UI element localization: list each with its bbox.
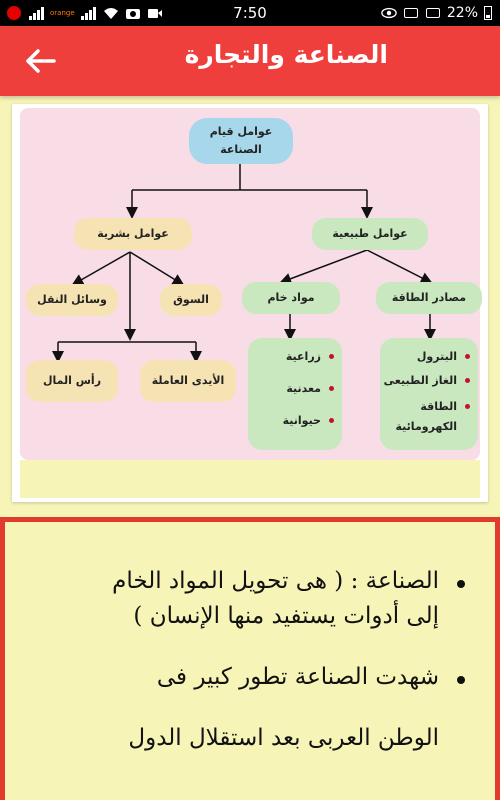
signal-icon <box>28 6 44 20</box>
capital-node: رأس المال <box>26 360 118 402</box>
list-item: معدنية <box>248 380 334 412</box>
energy-sources-node: مصادر الطاقة <box>376 282 482 314</box>
energy-list: البترول الغاز الطبيعى الطاقة الكهرومائية <box>380 338 478 450</box>
list-item: الطاقة <box>380 398 470 418</box>
bullet-icon <box>465 354 470 359</box>
human-factors-label: عوامل بشرية <box>97 227 169 241</box>
wifi-icon <box>103 6 119 20</box>
bullet-icon <box>465 404 470 409</box>
battery-icon <box>484 6 492 20</box>
camera-icon <box>125 6 141 20</box>
arrow-left-icon <box>26 49 56 73</box>
bullet-list: الصناعة : ( هى تحويل المواد الخام إلى أد… <box>7 564 477 756</box>
energy-sources-label: مصادر الطاقة <box>391 291 467 305</box>
no-sim-icon <box>403 6 419 20</box>
status-left-icons: orange <box>0 6 163 20</box>
capital-label: رأس المال <box>42 374 102 388</box>
text-panel: الصناعة : ( هى تحويل المواد الخام إلى أد… <box>0 517 500 800</box>
battery-percent: 22% <box>446 5 478 21</box>
bullet-2-line-2: الوطن العربى بعد استقلال الدول <box>128 725 439 751</box>
transport-label: وسائل النقل <box>37 293 107 307</box>
status-right-icons: 22% <box>381 5 500 21</box>
natural-factors-label: عوامل طبيعية <box>332 227 408 241</box>
natural-factors-node: عوامل طبيعية <box>312 218 428 250</box>
transport-node: وسائل النقل <box>26 284 118 316</box>
bullet-1-line-2: إلى أدوات يستفيد منها الإنسان ) <box>133 603 439 629</box>
signal-icon-2 <box>81 6 97 20</box>
no-sim-icon-2 <box>425 6 441 20</box>
eye-icon <box>381 6 397 20</box>
app-bar: الصناعة والتجارة <box>0 26 500 96</box>
bullet-icon <box>329 418 334 423</box>
bullet-2-line-1: شهدت الصناعة تطور كبير فى <box>156 664 439 690</box>
market-node: السوق <box>160 284 222 316</box>
list-item: الكهرومائية <box>395 420 457 433</box>
list-item: البترول <box>380 348 470 372</box>
labor-node: الأيدى العاملة <box>140 360 236 402</box>
bullet-icon <box>329 354 334 359</box>
root-line-1: عوامل قيام <box>209 125 273 139</box>
status-time: 7:50 <box>233 4 267 22</box>
bullet-paragraph-1: الصناعة : ( هى تحويل المواد الخام إلى أد… <box>7 564 477 634</box>
carrier-label: orange <box>50 9 75 17</box>
bullet-1-line-1: الصناعة : ( هى تحويل المواد الخام <box>112 568 439 594</box>
list-item: الغاز الطبيعى <box>380 372 470 398</box>
diagram-card: عوامل قيام الصناعة عوامل طبيعية عوامل بش… <box>12 104 488 502</box>
status-bar: orange 7:50 22% <box>0 0 500 26</box>
diagram-connectors <box>52 164 436 363</box>
back-button[interactable] <box>22 43 62 79</box>
list-item: حيوانية <box>248 412 334 444</box>
human-factors-node: عوامل بشرية <box>74 218 192 250</box>
bullet-icon <box>329 386 334 391</box>
page-title: الصناعة والتجارة <box>184 40 388 69</box>
bullet-icon <box>457 676 465 684</box>
video-icon <box>147 6 163 20</box>
bullet-icon <box>457 580 465 588</box>
bullet-paragraph-2: شهدت الصناعة تطور كبير فى الوطن العربى ب… <box>7 660 477 756</box>
bullet-icon <box>465 378 470 383</box>
root-line-2: الصناعة <box>220 143 262 156</box>
root-node: عوامل قيام الصناعة <box>189 118 293 164</box>
labor-label: الأيدى العاملة <box>151 374 225 388</box>
diagram-footer-strip <box>20 460 480 498</box>
raw-materials-list: زراعية معدنية حيوانية <box>248 338 342 450</box>
vodafone-icon <box>6 6 22 20</box>
list-item: زراعية <box>248 348 334 380</box>
market-label: السوق <box>173 293 209 307</box>
raw-materials-label: مواد خام <box>267 291 315 305</box>
raw-materials-node: مواد خام <box>242 282 340 314</box>
